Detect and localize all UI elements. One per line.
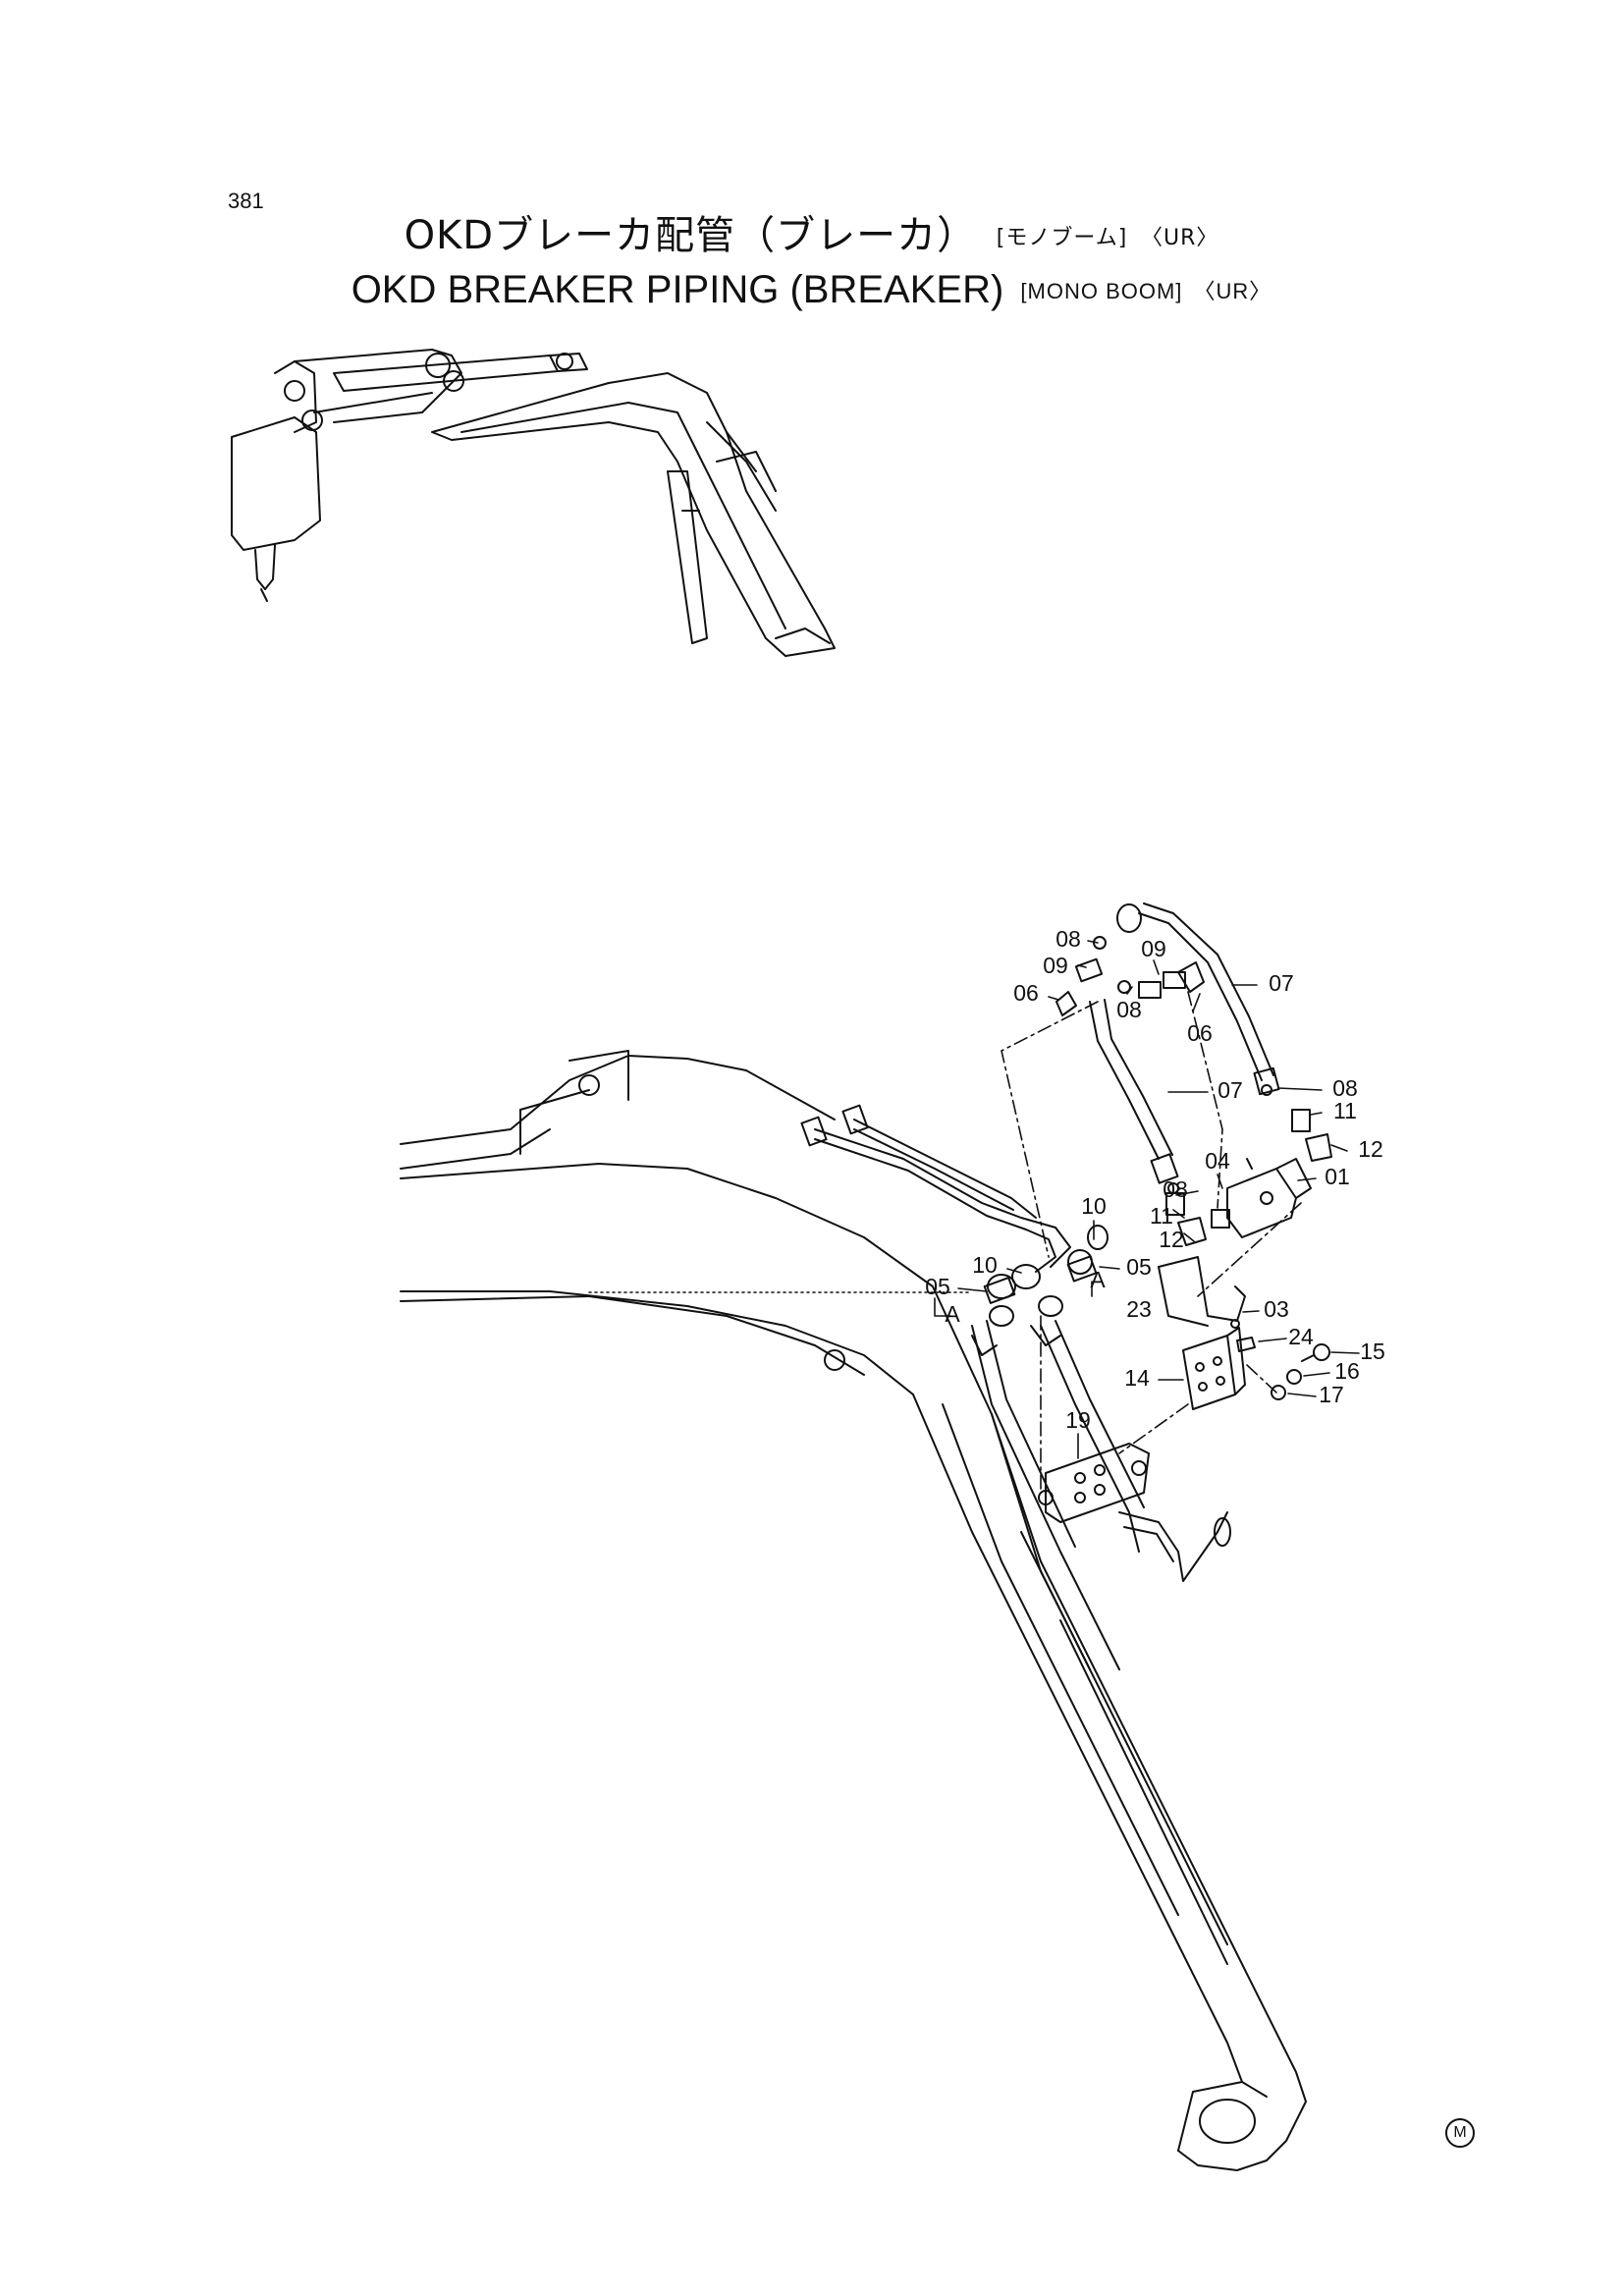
overview-illustration — [231, 349, 836, 657]
callout-17: 17 — [1319, 1382, 1344, 1407]
title-en-main: OKD BREAKER PIPING (BREAKER) — [351, 268, 1004, 311]
bracket-23 — [1158, 1256, 1246, 1327]
callout-10-b: 10 — [972, 1252, 998, 1278]
title-block: OKDブレーカ配管（ブレーカ） [モノブーム] 〈UR〉 OKD BREAKER… — [0, 210, 1623, 317]
title-jp-tag-ur: 〈UR〉 — [1141, 226, 1219, 250]
title-japanese: OKDブレーカ配管（ブレーカ） [モノブーム] 〈UR〉 — [0, 210, 1623, 264]
callout-24: 24 — [1288, 1324, 1314, 1349]
callout-08-c: 08 — [1332, 1075, 1358, 1101]
callout-01: 01 — [1325, 1164, 1350, 1189]
callout-19: 19 — [1065, 1407, 1091, 1433]
title-jp-tag-mono: [モノブーム] — [996, 226, 1128, 250]
valve-block-01 — [1211, 1158, 1312, 1238]
callout-09-b: 09 — [1141, 936, 1166, 961]
callout-12-b: 12 — [1159, 1227, 1184, 1252]
title-en-tag-ur: 〈UR〉 — [1193, 279, 1272, 303]
callout-03: 03 — [1264, 1296, 1289, 1322]
callout-14: 14 — [1124, 1365, 1150, 1391]
callout-07-b: 07 — [1217, 1077, 1243, 1103]
callout-07-a: 07 — [1269, 970, 1294, 996]
callout-06-a: 06 — [1013, 980, 1039, 1006]
manufacturer-mark: M — [1445, 2118, 1475, 2148]
clamp-19 — [1038, 1443, 1150, 1523]
fittings-a — [971, 1225, 1109, 1356]
bracket-14 — [1182, 1319, 1330, 1410]
callout-23: 23 — [1126, 1296, 1152, 1322]
callout-11-a: 11 — [1333, 1098, 1357, 1123]
callout-08-d: 08 — [1163, 1176, 1188, 1202]
callout-12-a: 12 — [1358, 1136, 1383, 1162]
callout-15: 15 — [1360, 1339, 1385, 1364]
callout-11-b: 11 — [1150, 1203, 1173, 1229]
title-english: OKD BREAKER PIPING (BREAKER) [MONO BOOM]… — [0, 264, 1623, 317]
hose-assembly — [1055, 902, 1332, 1246]
callout-06-b: 06 — [1187, 1020, 1213, 1046]
boom-outline — [400, 1050, 1307, 2171]
callout-05-b: 05 — [925, 1274, 950, 1299]
callout-04: 04 — [1205, 1148, 1230, 1174]
callout-labels: 08 09 06 09 08 06 07 07 08 11 12 04 01 1… — [925, 926, 1385, 1433]
callout-a-left: A — [945, 1301, 960, 1327]
callout-10-a: 10 — [1081, 1193, 1107, 1219]
callout-16: 16 — [1334, 1358, 1360, 1384]
callout-08-a: 08 — [1055, 926, 1081, 952]
callout-09-a: 09 — [1043, 953, 1068, 978]
callout-08-b: 08 — [1116, 997, 1142, 1022]
leader-lines — [588, 940, 1360, 1494]
title-en-tag-mono: [MONO BOOM] — [1020, 279, 1183, 303]
title-jp-main: OKDブレーカ配管（ブレーカ） — [404, 213, 978, 258]
callout-05-a: 05 — [1126, 1254, 1152, 1280]
callout-a-right: A — [1090, 1267, 1106, 1292]
page-number: 381 — [228, 189, 264, 213]
